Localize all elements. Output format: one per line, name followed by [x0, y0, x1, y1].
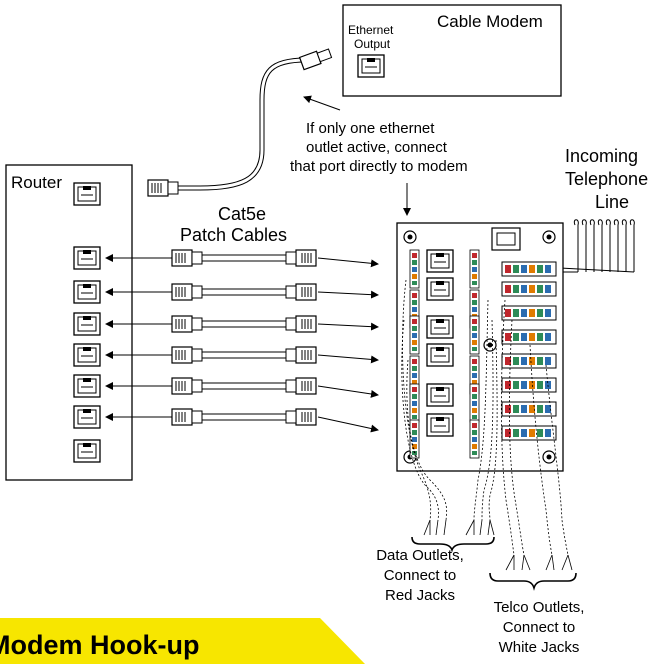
patch-cable-2	[105, 283, 379, 301]
banner-shape	[0, 618, 365, 664]
panel-telco-row-3	[501, 305, 557, 321]
distribution-panel	[396, 222, 564, 472]
panel-data-jack-1	[426, 249, 454, 273]
outlet-wiring	[401, 279, 569, 556]
panel-data-jack-6	[426, 413, 454, 437]
router: Router	[5, 164, 133, 481]
router-label: Router	[11, 173, 62, 192]
banner: Modem Hook-up	[0, 618, 370, 664]
router-port-5	[73, 374, 101, 398]
patch-cable-4	[105, 346, 379, 364]
patch-cable-1	[105, 249, 379, 268]
patch-cable-5	[105, 377, 379, 398]
router-port-2	[73, 280, 101, 304]
patch-cables	[105, 249, 379, 433]
incoming-label-1: Incoming	[565, 146, 638, 166]
data-outlets-label-1: Data Outlets,	[376, 547, 464, 564]
telco-outlets-brace	[489, 572, 577, 591]
panel-telco-row-1	[501, 261, 557, 277]
data-outlets-label-3: Red Jacks	[385, 587, 455, 604]
router-port-4	[73, 343, 101, 367]
incoming-label-2: Telephone	[565, 169, 648, 189]
telco-outlets-label-2: Connect to	[503, 619, 576, 636]
telco-outlets-label-3: White Jacks	[499, 639, 580, 656]
ethernet-output-label-2: Output	[354, 37, 391, 51]
telco-outlets-label-1: Telco Outlets,	[494, 599, 585, 616]
banner-title: Modem Hook-up	[0, 630, 200, 660]
panel-data-jack-2	[426, 277, 454, 301]
patch-cable-6	[105, 408, 379, 433]
router-uplink-jack	[73, 182, 101, 206]
panel-data-jack-4	[426, 343, 454, 367]
panel-telco-row-4	[501, 329, 557, 345]
outlet-leads	[423, 519, 573, 571]
note-line-3: that port directly to modem	[290, 158, 468, 175]
data-outlets-brace	[411, 536, 495, 553]
panel-data-jack-5	[426, 383, 454, 407]
cable-modem-label: Cable Modem	[437, 12, 543, 31]
router-port-1	[73, 246, 101, 270]
patch-cable-3	[105, 315, 379, 333]
cat5e-label-2: Patch Cables	[180, 225, 287, 245]
modem-router-cable	[147, 48, 333, 197]
note-line-2: outlet active, connect	[306, 139, 448, 156]
router-port-3	[73, 312, 101, 336]
telephone-line-wires	[559, 219, 635, 273]
panel-telco-row-2	[501, 281, 557, 297]
data-outlets-label-2: Connect to	[384, 567, 457, 584]
panel-data-jack-3	[426, 315, 454, 339]
panel-telco-row-7	[501, 401, 557, 417]
note-line-1: If only one ethernet	[306, 120, 435, 137]
incoming-label-3: Line	[595, 192, 629, 212]
router-port-6	[73, 405, 101, 429]
cable-modem: Cable Modem Ethernet Output	[342, 4, 562, 97]
ethernet-output-label-1: Ethernet	[348, 23, 394, 37]
panel-modem-jack	[491, 227, 521, 251]
router-port-7	[73, 439, 101, 463]
modem-ethernet-jack	[357, 54, 385, 78]
note-arrow	[303, 95, 341, 111]
cat5e-label-1: Cat5e	[218, 204, 266, 224]
